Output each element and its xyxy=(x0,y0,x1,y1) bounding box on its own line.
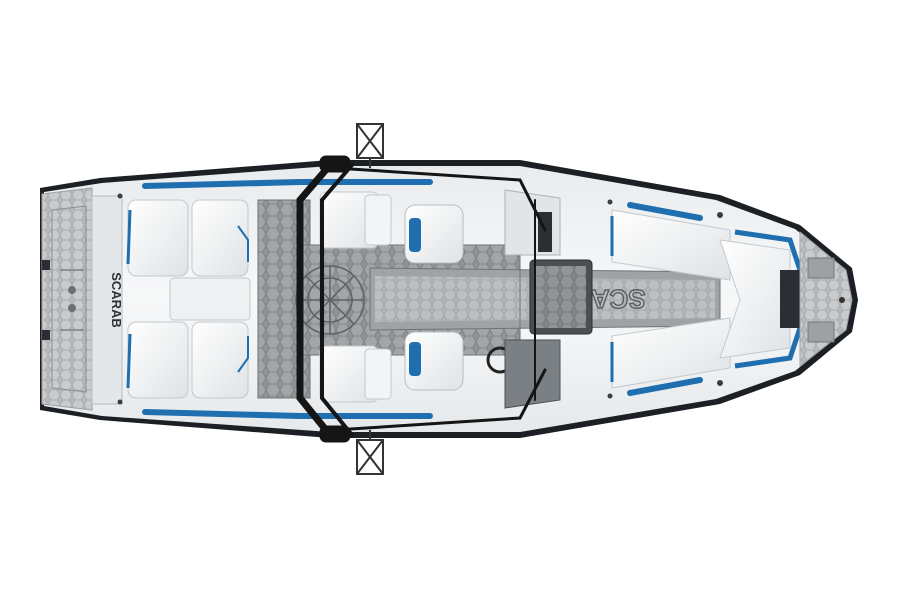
windshield xyxy=(504,189,561,409)
bow-tip xyxy=(799,230,853,368)
wakeboard-tower xyxy=(296,155,547,443)
swim-platform xyxy=(41,187,93,411)
deck-spiral-decal xyxy=(295,265,365,335)
board-racks xyxy=(356,123,384,475)
deck-hardware xyxy=(117,193,723,405)
transom-brand-logo: SCARAB xyxy=(109,272,124,328)
center-console-lid xyxy=(529,259,593,335)
transom: SCARAB xyxy=(91,195,124,405)
gunwale-stripes xyxy=(142,179,803,419)
bow-seating xyxy=(610,209,800,389)
helm-seats xyxy=(319,191,514,403)
aft-lounge xyxy=(126,199,251,399)
